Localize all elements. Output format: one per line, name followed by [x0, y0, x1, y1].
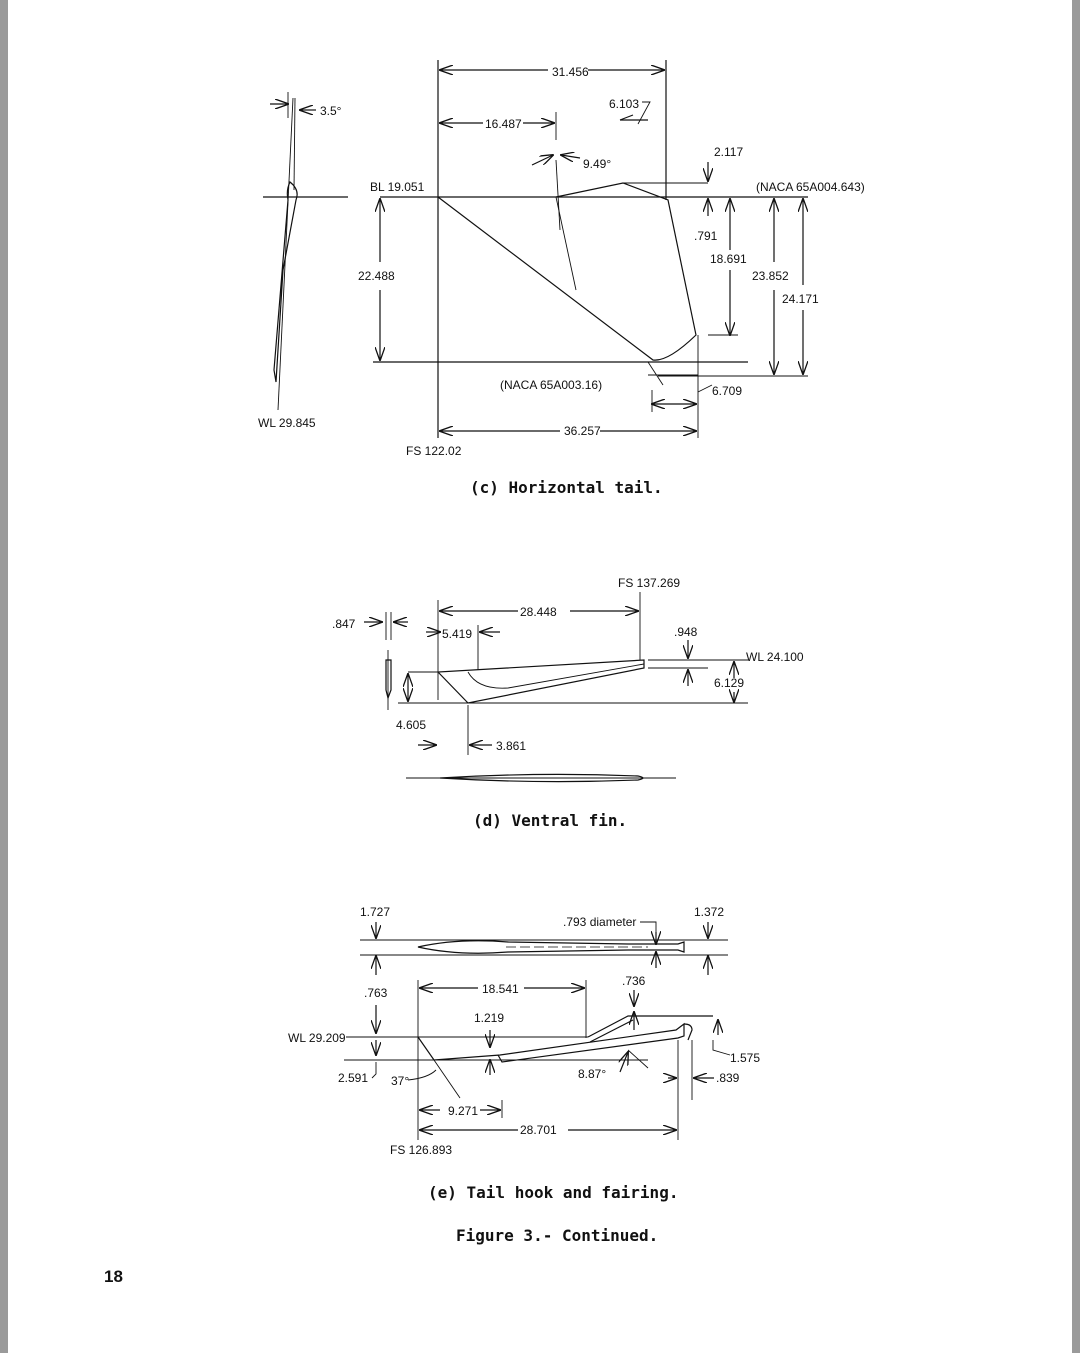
- root-chord-label: 22.488: [358, 269, 395, 283]
- fin-length-label: 28.448: [520, 605, 557, 619]
- chord-18-label: 18.691: [710, 252, 747, 266]
- root-airfoil-label: (NACA 65A003.16): [500, 378, 602, 392]
- length-label: 36.257: [564, 424, 601, 438]
- tip-gap-label: .791: [694, 229, 718, 243]
- upper-left-label: 1.727: [360, 905, 390, 919]
- fin-thickness-label: .847: [332, 617, 356, 631]
- span-hinge-label: 16.487: [485, 117, 522, 131]
- step-label: 1.219: [474, 1011, 504, 1025]
- bl-station-label: BL 19.051: [370, 180, 425, 194]
- drawing-canvas: 3.5° WL 29.845 31.456 16.487 6.103: [104, 60, 865, 1286]
- figure-caption: Figure 3.- Continued.: [456, 1226, 658, 1245]
- tail-side-view: [263, 92, 348, 411]
- fairing-length-label: 18.541: [482, 982, 519, 996]
- tail-hook-diagram: 1.727 .793 diameter 1.372 .763 18.541 .7…: [288, 905, 760, 1202]
- waterline-label: WL 29.845: [258, 416, 316, 430]
- hook-diameter-label: .793 diameter: [563, 915, 636, 929]
- page-number: 18: [104, 1267, 123, 1286]
- chord-24-label: 24.171: [782, 292, 819, 306]
- fairing-depth-label: 2.591: [338, 1071, 368, 1085]
- overall-length-label: 28.701: [520, 1123, 557, 1137]
- span-overall-label: 31.456: [552, 65, 589, 79]
- fs-label: FS 137.269: [618, 576, 680, 590]
- fs-label: FS 122.02: [406, 444, 462, 458]
- waterline-label: WL 29.209: [288, 1031, 346, 1045]
- document-page: 3.5° WL 29.845 31.456 16.487 6.103: [8, 0, 1072, 1353]
- tip-extension-label: 6.709: [712, 384, 742, 398]
- gap-label: .763: [364, 986, 388, 1000]
- upper-right-label: 1.372: [694, 905, 724, 919]
- tip-offset-label: 6.103: [609, 97, 639, 111]
- hook-tip-right-label: 1.575: [730, 1051, 760, 1065]
- horizontal-tail-caption: (c) Horizontal tail.: [470, 478, 663, 497]
- trailing-gap-label: .948: [674, 625, 698, 639]
- ventral-fin-caption: (d) Ventral fin.: [473, 811, 627, 830]
- ventral-fin-diagram: FS 137.269 28.448 .847 5.419 .948 WL 24.…: [332, 576, 804, 830]
- hook-angle-label: 8.87°: [578, 1067, 606, 1081]
- fairing-offset-label: 9.271: [448, 1104, 478, 1118]
- root-height-label: 4.605: [396, 718, 426, 732]
- tip-airfoil-label: (NACA 65A004.643): [756, 180, 865, 194]
- hinge-angle-label: 9.49°: [583, 157, 611, 171]
- fairing-angle-label: 37°: [391, 1074, 409, 1088]
- fs-label: FS 126.893: [390, 1143, 452, 1157]
- fin-height-label: 6.129: [714, 676, 744, 690]
- hook-depth-label: .736: [622, 974, 646, 988]
- tip-thickness-label: 2.117: [714, 145, 743, 159]
- hook-tip-label: .839: [716, 1071, 740, 1085]
- chord-23-label: 23.852: [752, 269, 789, 283]
- leading-offset-label: 5.419: [442, 627, 472, 641]
- tail-planform: [373, 60, 808, 438]
- tip-offset-label: 3.861: [496, 739, 526, 753]
- angle-label: 3.5°: [320, 104, 342, 118]
- tail-hook-caption: (e) Tail hook and fairing.: [428, 1183, 678, 1202]
- horizontal-tail-diagram: 3.5° WL 29.845 31.456 16.487 6.103: [258, 60, 865, 497]
- waterline-label: WL 24.100: [746, 650, 804, 664]
